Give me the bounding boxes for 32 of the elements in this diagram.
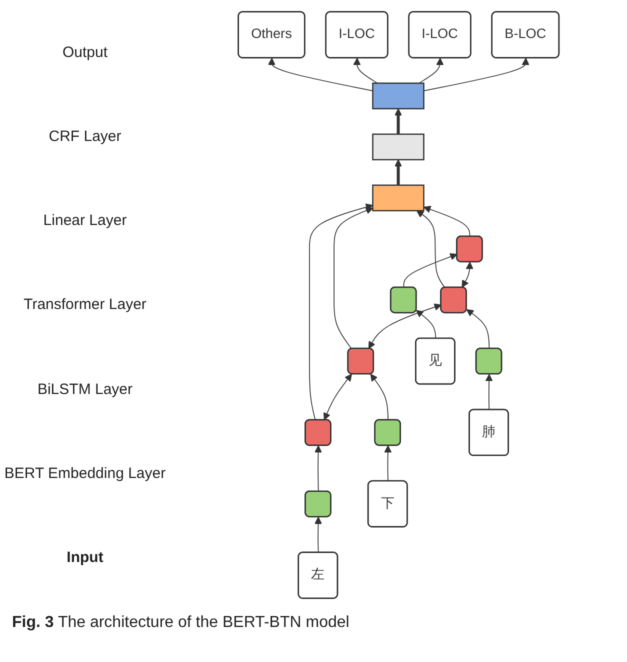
arrow <box>384 445 392 482</box>
layer-label: BiLSTM Layer <box>36 380 134 398</box>
arrow <box>403 253 458 288</box>
arrow <box>462 262 474 288</box>
layer-label: Transformer Layer <box>22 296 148 314</box>
figure-caption: Fig. 3 The architecture of the BERT-BTN model <box>11 613 350 633</box>
arrow <box>416 310 436 339</box>
arrow <box>423 58 530 92</box>
arrow <box>418 58 444 84</box>
layer-label: BERT Embedding Layer <box>3 465 167 482</box>
layer-label: CRF Layer <box>48 128 122 145</box>
arrow <box>353 58 378 84</box>
node-bar <box>372 184 424 212</box>
arrow <box>308 204 373 421</box>
arrow <box>334 207 373 350</box>
node-bar <box>372 134 424 160</box>
arrow <box>394 159 402 186</box>
arrow <box>485 374 493 410</box>
arrow <box>394 108 402 134</box>
arrow <box>416 210 446 288</box>
arrow <box>323 374 352 420</box>
arrow <box>368 304 442 349</box>
layer-label: Linear Layer <box>42 212 128 230</box>
layer-label: Input <box>66 549 104 566</box>
arrow <box>423 206 470 238</box>
node-bar <box>372 82 424 110</box>
arrow <box>314 516 322 554</box>
arrow <box>314 445 322 492</box>
layer-label: Output <box>61 44 109 61</box>
arrow <box>370 374 388 421</box>
arrow <box>466 309 490 350</box>
arrow <box>268 58 374 92</box>
